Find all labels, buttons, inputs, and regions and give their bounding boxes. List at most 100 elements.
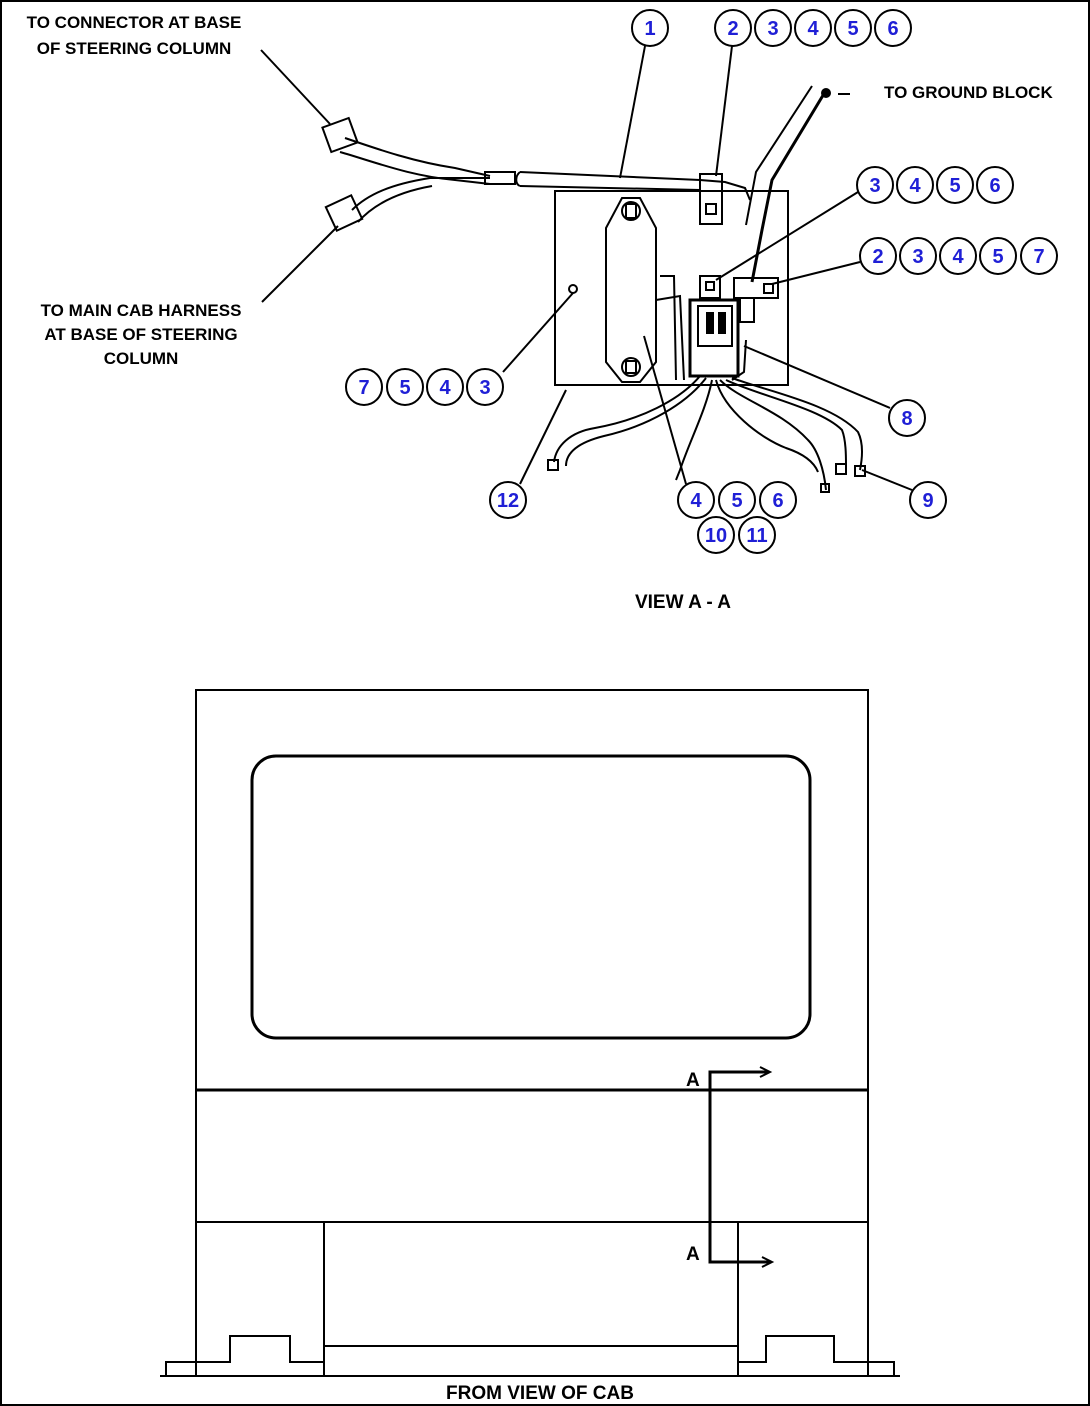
wire-bundle-5 bbox=[725, 379, 847, 467]
front-view-cab: A A FROM VIEW OF CAB bbox=[160, 689, 900, 1404]
callout-c1-num: 1 bbox=[644, 18, 655, 40]
label-section-a-bottom: A bbox=[686, 1244, 700, 1265]
relay-pin-b bbox=[718, 312, 726, 334]
harness-clamp bbox=[699, 173, 723, 225]
callout-c8-num-2: 5 bbox=[731, 490, 742, 512]
callout-c3-num-2: 4 bbox=[909, 175, 921, 197]
callout-c5-num-2: 5 bbox=[399, 377, 410, 399]
callout-c5-num-1: 7 bbox=[358, 377, 369, 399]
callout-c5: 7 5 4 3 bbox=[345, 368, 504, 406]
callout-c2-num-5: 6 bbox=[887, 18, 898, 40]
harness-sleeve-top bbox=[519, 171, 751, 201]
flasher-bottom-bolt bbox=[621, 357, 641, 377]
flasher-wire-a bbox=[655, 294, 685, 381]
section-arrow-bottom bbox=[761, 1256, 775, 1268]
ground-wire bbox=[750, 91, 827, 283]
callout-c7-num: 12 bbox=[497, 490, 519, 512]
wire-bundle-2 bbox=[565, 377, 707, 467]
cab-window bbox=[250, 754, 812, 1040]
leader-c6 bbox=[743, 345, 891, 409]
harness-sleeve-bottom bbox=[519, 185, 701, 191]
callout-c2-num-3: 4 bbox=[807, 18, 819, 40]
callout-c4-num-2: 3 bbox=[912, 246, 923, 268]
callout-c9-num-2: 11 bbox=[746, 525, 767, 547]
callout-c4-num-1: 2 bbox=[872, 246, 883, 268]
step-right bbox=[738, 1335, 895, 1376]
flasher-module bbox=[605, 197, 657, 383]
callout-c9-num-1: 10 bbox=[705, 525, 727, 547]
relay-pin-a bbox=[706, 312, 714, 334]
section-arrow-top bbox=[759, 1066, 773, 1078]
mounting-plate bbox=[554, 190, 789, 386]
callout-c8-num-1: 4 bbox=[690, 490, 702, 512]
flasher-top-bolt bbox=[621, 201, 641, 221]
callout-c4-num-4: 5 bbox=[992, 246, 1003, 268]
label-main-cab-line3: COLUMN bbox=[104, 349, 179, 368]
harness-upper-branch-b bbox=[339, 151, 491, 185]
terminal-end-4 bbox=[835, 463, 847, 475]
section-line-aa bbox=[708, 1070, 770, 1264]
callout-c2-num-1: 2 bbox=[727, 18, 738, 40]
callout-c7: 12 bbox=[489, 481, 527, 519]
callout-c2-num-2: 3 bbox=[767, 18, 778, 40]
flasher-top-bolt-head bbox=[625, 203, 637, 219]
connector-steering-column bbox=[321, 116, 359, 154]
callout-c6-num: 8 bbox=[901, 408, 912, 430]
flasher-wire-b bbox=[660, 275, 677, 381]
callout-c4-num-5: 7 bbox=[1033, 246, 1044, 268]
ground-terminal bbox=[733, 277, 779, 299]
terminal-end-1 bbox=[547, 459, 559, 471]
harness-lower-branch-b bbox=[357, 185, 433, 223]
harness-lower-branch bbox=[351, 177, 490, 211]
ground-terminal-wire bbox=[731, 339, 747, 381]
leader-c1 bbox=[619, 45, 646, 179]
callout-c2: 2 3 4 5 6 bbox=[714, 9, 912, 47]
harness-upper-branch bbox=[344, 137, 491, 177]
callout-c3: 3 4 5 6 bbox=[856, 166, 1014, 204]
harness-splice bbox=[484, 171, 516, 185]
callout-c10-num: 9 bbox=[922, 490, 933, 512]
leader-c5 bbox=[502, 292, 574, 373]
terminal-end-2 bbox=[820, 483, 830, 493]
callout-c5-num-3: 4 bbox=[439, 377, 451, 399]
callout-c9: 10 11 bbox=[697, 516, 776, 554]
label-main-cab-line1: TO MAIN CAB HARNESS bbox=[41, 301, 242, 320]
wire-bundle-7 bbox=[715, 379, 819, 473]
relay-bracket bbox=[699, 275, 721, 299]
label-view-aa: VIEW A - A bbox=[635, 592, 731, 613]
callout-c3-num-1: 3 bbox=[869, 175, 880, 197]
leader-c8 bbox=[643, 335, 687, 485]
callout-c10: 9 bbox=[909, 481, 947, 519]
label-connector-base-line1: TO CONNECTOR AT BASE bbox=[27, 13, 242, 32]
wire-bundle-4 bbox=[719, 379, 827, 491]
leader-c4 bbox=[771, 261, 861, 285]
callout-c3-num-3: 5 bbox=[949, 175, 960, 197]
ground-terminal-stem bbox=[739, 297, 755, 323]
label-front-view: FROM VIEW OF CAB bbox=[446, 1383, 634, 1404]
view-a-a: 1 2 3 4 5 6 3 4 5 6 bbox=[27, 9, 1058, 613]
callout-c8: 4 5 6 bbox=[677, 481, 797, 519]
connector-main-cab bbox=[324, 193, 364, 233]
harness-sleeve-end bbox=[515, 171, 521, 187]
label-connector-base-line2: OF STEERING COLUMN bbox=[37, 39, 232, 58]
label-main-cab-line2: AT BASE OF STEERING bbox=[44, 325, 237, 344]
leader-main-cab bbox=[261, 225, 339, 303]
callout-c4-num-3: 4 bbox=[952, 246, 964, 268]
callout-c2-num-4: 5 bbox=[847, 18, 858, 40]
wire-bundle-1 bbox=[553, 375, 701, 463]
ground-wire-end bbox=[821, 88, 831, 98]
clamp-hole bbox=[705, 203, 717, 215]
callout-c6: 8 bbox=[888, 399, 926, 437]
leader-c3 bbox=[715, 191, 859, 281]
relay-socket bbox=[697, 305, 733, 347]
ground-terminal-hole bbox=[763, 283, 774, 294]
callout-c8-num-3: 6 bbox=[772, 490, 783, 512]
cab-outline bbox=[195, 689, 869, 1377]
step-left bbox=[165, 1335, 324, 1376]
label-section-a-top: A bbox=[686, 1070, 700, 1091]
leader-c7 bbox=[519, 389, 567, 485]
ground-wire-b bbox=[745, 85, 813, 226]
flasher-bottom-bolt-head bbox=[625, 360, 637, 374]
